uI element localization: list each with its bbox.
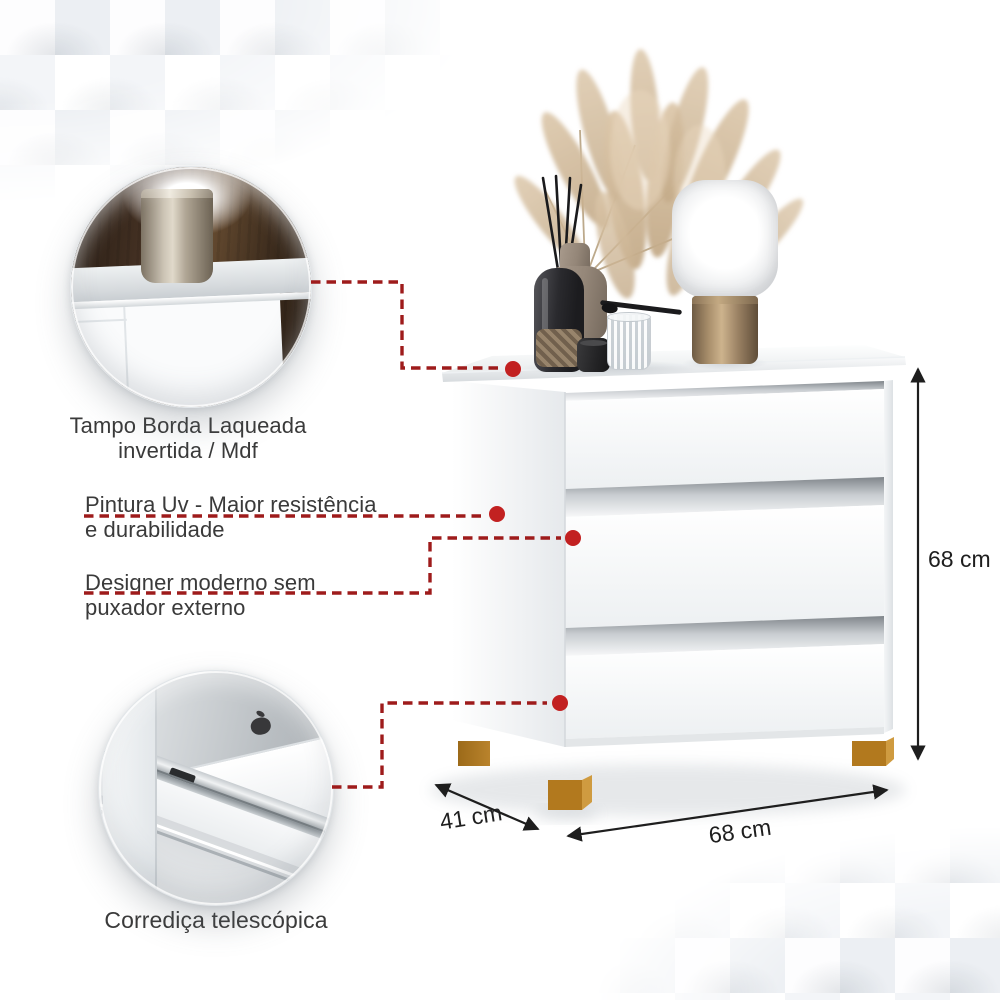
detail-photo-drawer-slide — [98, 670, 334, 906]
foot-front-right-side — [886, 737, 894, 766]
feature-label-line: Pintura Uv - Maior resistência — [85, 492, 377, 517]
feature-label-line: invertida / Mdf — [118, 438, 258, 463]
circle-rim — [71, 167, 311, 407]
drawer-gap-2 — [565, 616, 884, 656]
drawer-3-front — [565, 644, 884, 739]
diffuser-jar — [534, 268, 584, 372]
metal-lamp-base — [141, 189, 213, 283]
lamp-base — [692, 296, 758, 364]
cabinet-side-edge — [103, 671, 157, 905]
circle-rim — [99, 671, 333, 905]
background-pattern-bottom-right — [565, 828, 1000, 1000]
drawer-gap-1 — [565, 477, 884, 517]
dresser-top-gap — [565, 381, 884, 401]
ribbed-glass-cup — [607, 312, 651, 370]
drawer-1-front — [565, 389, 884, 489]
feature-label-line: puxador externo — [85, 595, 246, 620]
dresser-right-stile — [884, 380, 893, 733]
diffuser-rattan-band — [536, 329, 582, 367]
feature-label-line: Tampo Borda Laqueada — [69, 413, 307, 438]
tabletop-bevel — [442, 357, 906, 382]
lamp-shade — [672, 180, 778, 298]
dresser-bottom-rail — [565, 727, 884, 747]
feature-label-pintura: Pintura Uv - Maior resistência e durabil… — [85, 492, 485, 542]
feature-label-tampo: Tampo Borda Laqueada invertida / Mdf — [62, 413, 314, 463]
dimension-height-label: 68 cm — [928, 546, 991, 572]
drawer-2-front — [565, 505, 884, 628]
detail-photo-top-edge — [70, 166, 312, 408]
foot-front-right — [852, 741, 886, 766]
feature-label-line: Corrediça telescópica — [104, 907, 328, 933]
feature-label-corredica: Corrediça telescópica — [88, 908, 344, 933]
black-candle — [577, 338, 610, 372]
background-pattern-top-left — [0, 0, 580, 235]
